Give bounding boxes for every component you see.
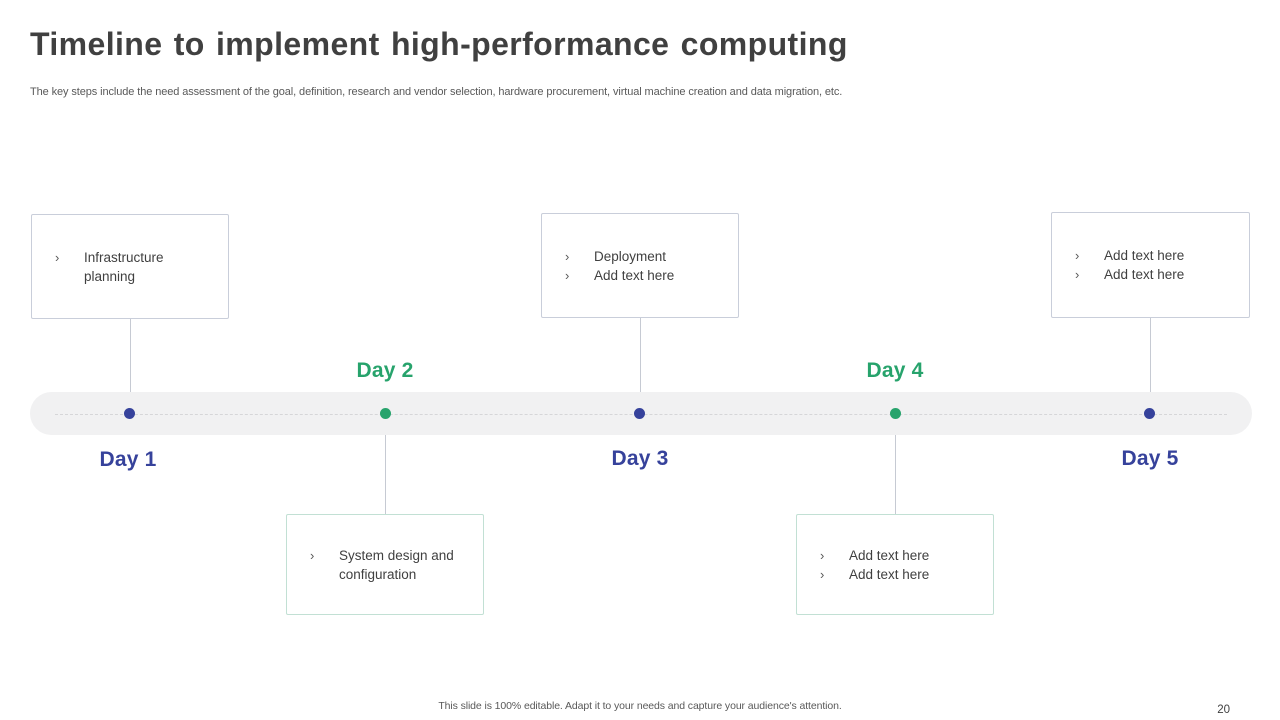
day3-textbox[interactable]: › Deployment › Add text here	[541, 213, 739, 318]
day2-label: Day 2	[356, 359, 414, 382]
slide-subtitle: The key steps include the need assessmen…	[30, 86, 843, 98]
day3-marker-dot	[634, 408, 645, 419]
day4-label: Day 4	[866, 359, 924, 382]
chevron-right-bullet-icon: ›	[55, 249, 60, 265]
day1-label: Day 1	[99, 448, 157, 471]
chevron-right-bullet-icon: ›	[310, 547, 315, 563]
chevron-right-bullet-icon: ›	[1075, 267, 1080, 282]
chevron-right-bullet-icon: ›	[820, 566, 825, 582]
list-item: › Add text here	[1075, 265, 1239, 284]
day3-item-text: Add text here	[594, 267, 675, 283]
list-item: › Add text here	[1075, 246, 1239, 265]
list-item: › Infrastructure planning	[55, 248, 218, 286]
day3-item-list: › Deployment › Add text here	[542, 247, 738, 285]
day1-textbox[interactable]: › Infrastructure planning	[31, 214, 229, 319]
day1-marker-dot	[124, 408, 135, 419]
day2-textbox[interactable]: › System design and configuration	[286, 514, 484, 615]
chevron-right-bullet-icon: ›	[1075, 248, 1080, 263]
list-item: › System design and configuration	[310, 546, 473, 584]
page-number: 20	[1217, 704, 1230, 716]
chevron-right-bullet-icon: ›	[565, 248, 570, 264]
day1-item-text: Infrastructure planning	[84, 249, 164, 284]
day2-marker-dot	[380, 408, 391, 419]
page-title: Timeline to implement high-performance c…	[30, 26, 848, 62]
day5-connector-line	[1150, 318, 1151, 392]
day5-item-text: Add text here	[1104, 267, 1185, 282]
day4-item-text: Add text here	[849, 566, 930, 582]
day1-connector-line	[130, 319, 131, 392]
list-item: › Deployment	[565, 247, 728, 266]
day3-connector-line	[640, 318, 641, 392]
day5-marker-dot	[1144, 408, 1155, 419]
day3-item-text: Deployment	[594, 248, 667, 264]
day5-textbox[interactable]: › Add text here › Add text here	[1051, 212, 1250, 318]
list-item: › Add text here	[820, 546, 983, 565]
day4-marker-dot	[890, 408, 901, 419]
footer-note: This slide is 100% editable. Adapt it to…	[438, 700, 842, 712]
chevron-right-bullet-icon: ›	[565, 267, 570, 283]
day5-item-text: Add text here	[1104, 248, 1185, 263]
list-item: › Add text here	[565, 266, 728, 285]
chevron-right-bullet-icon: ›	[820, 547, 825, 563]
day4-connector-line	[895, 434, 896, 514]
day5-item-list: › Add text here › Add text here	[1052, 246, 1249, 284]
day5-label: Day 5	[1121, 447, 1179, 470]
day3-label: Day 3	[611, 447, 669, 470]
day2-item-text: System design and configuration	[339, 547, 454, 582]
day4-textbox[interactable]: › Add text here › Add text here	[796, 514, 994, 615]
day4-item-list: › Add text here › Add text here	[797, 546, 993, 584]
day2-connector-line	[385, 434, 386, 514]
list-item: › Add text here	[820, 565, 983, 584]
day1-item-list: › Infrastructure planning	[32, 248, 228, 286]
day2-item-list: › System design and configuration	[287, 546, 483, 584]
day4-item-text: Add text here	[849, 547, 930, 563]
